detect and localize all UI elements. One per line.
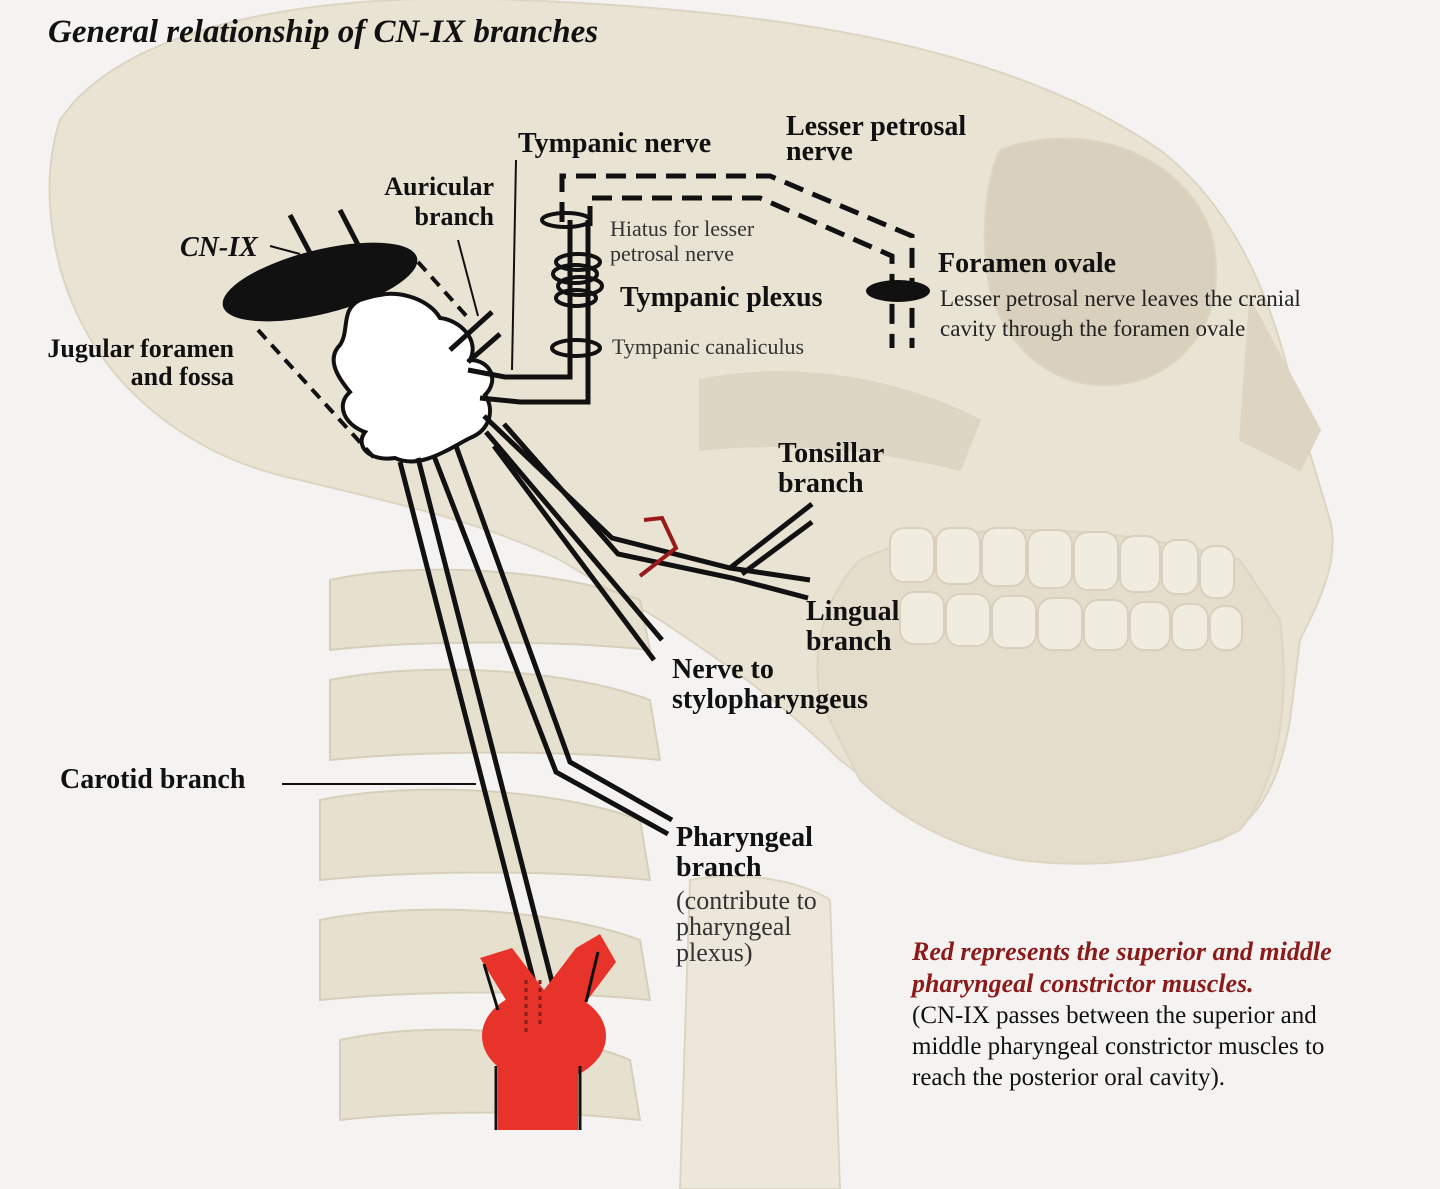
label-cn-ix: CN-IX xyxy=(180,232,258,263)
label-lingual-branch: Lingual branch xyxy=(806,596,900,657)
label-tympanic-nerve: Tympanic nerve xyxy=(518,128,712,159)
foramen-ovale-shape xyxy=(866,280,930,302)
leader-lines xyxy=(269,159,517,785)
label-hiatus: Hiatus for lesser petrosal nerve xyxy=(610,216,755,266)
constrictor-note: Red represents the superior and middle p… xyxy=(912,937,1332,1091)
label-lesser-petrosal-nerve: Lesser petrosal nerve xyxy=(786,111,967,168)
label-foramen-ovale-note: Lesser petrosal nerve leaves the cranial… xyxy=(940,286,1301,341)
tympanic-plexus-coil xyxy=(540,211,604,358)
label-pharyngeal-branch: Pharyngeal branch (contribute to pharyng… xyxy=(676,822,817,967)
label-auricular-branch: Auricular branch xyxy=(384,172,494,231)
label-tympanic-canaliculus: Tympanic canaliculus xyxy=(612,334,805,359)
tympanic-nerve-path xyxy=(467,220,591,405)
label-jugular-foramen: Jugular foramen and fossa xyxy=(47,334,234,391)
label-carotid-branch: Carotid branch xyxy=(60,764,246,795)
label-tympanic-plexus: Tympanic plexus xyxy=(620,282,823,313)
jugular-fossa-dashes xyxy=(256,260,472,464)
constrictor-muscles xyxy=(480,934,616,1130)
red-bracket-mark xyxy=(638,515,679,578)
label-tonsillar-branch: Tonsillar branch xyxy=(778,438,885,499)
ganglion-shape xyxy=(331,291,495,464)
cn-ix-entry-lines xyxy=(287,208,373,274)
descending-branches xyxy=(397,414,814,983)
auricular-branch-lines xyxy=(448,310,502,364)
label-nerve-to-stylopharyngeus: Nerve to stylopharyngeus xyxy=(672,654,869,715)
diagram-title: General relationship of CN-IX branches xyxy=(48,14,599,50)
label-foramen-ovale: Foramen ovale xyxy=(938,248,1117,279)
skull-background xyxy=(48,0,1334,1189)
